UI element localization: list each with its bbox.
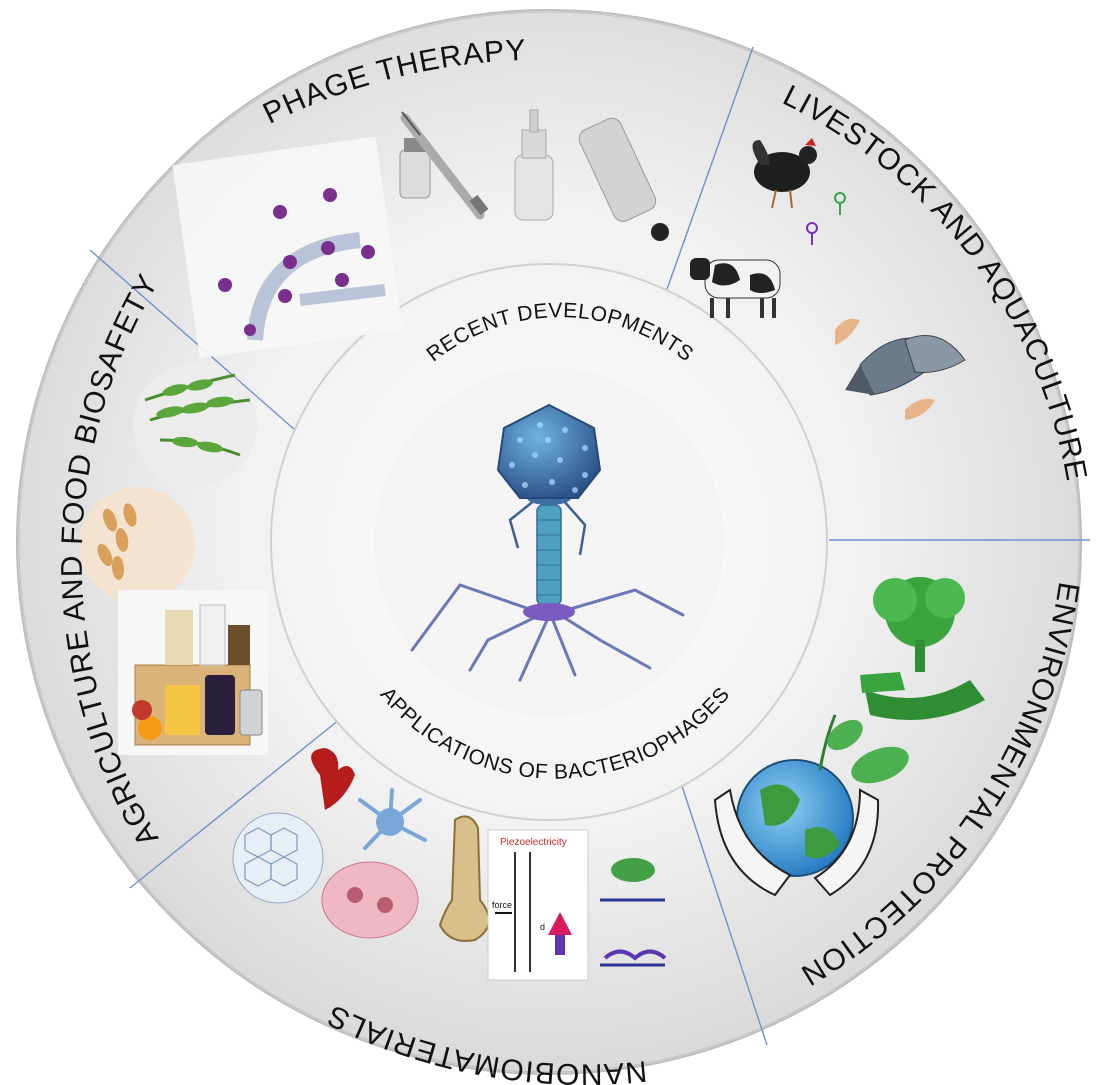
nanobiomaterials-illustrations: Piezoelectricity force d xyxy=(232,748,667,981)
livestock-illustrations xyxy=(690,138,966,420)
d-label: d xyxy=(540,922,545,932)
agriculture-illustrations xyxy=(79,363,268,755)
environmental-illustrations xyxy=(713,577,985,897)
piezo-title: Piezoelectricity xyxy=(500,837,567,848)
phage-therapy-illustrations xyxy=(172,109,669,359)
sector-dividers xyxy=(89,46,1090,1046)
bacteriophage-illustration xyxy=(410,403,685,682)
force-label: force xyxy=(492,900,512,910)
